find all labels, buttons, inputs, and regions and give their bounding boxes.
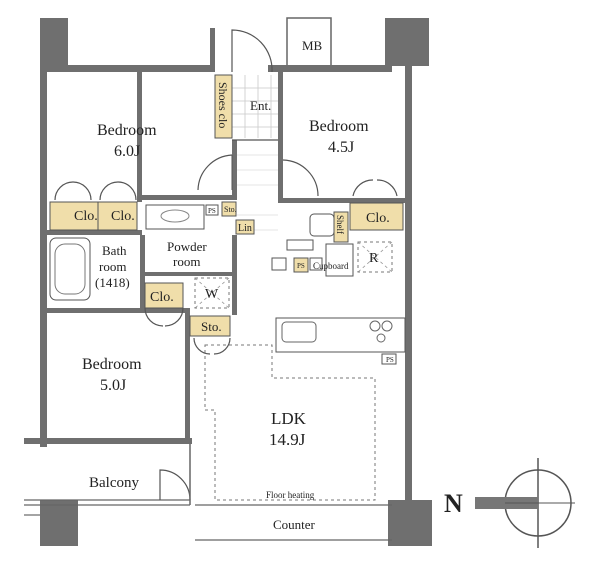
bedroom-a-size: 6.0J bbox=[114, 143, 140, 160]
closet-b bbox=[349, 202, 404, 231]
washer-label: W bbox=[205, 287, 219, 302]
floor-heating-label: Floor heating bbox=[266, 490, 315, 500]
storage-ldk bbox=[189, 315, 231, 337]
labels: MB Ent. Shoes clo Bedroom 6.0J Bedroom 4… bbox=[74, 38, 463, 532]
mb-label: MB bbox=[302, 38, 323, 53]
shelf-label: Shelf bbox=[335, 215, 345, 234]
balcony-label: Balcony bbox=[89, 475, 139, 491]
powder-area bbox=[145, 201, 255, 309]
linen-label: Lin bbox=[238, 223, 252, 234]
compass bbox=[475, 458, 575, 548]
closet-a bbox=[49, 201, 138, 231]
closet-b-label: Clo. bbox=[366, 211, 390, 226]
cupboard-label: Cupboard bbox=[313, 261, 349, 271]
bathroom bbox=[49, 237, 91, 301]
bedroom-a-name: Bedroom bbox=[97, 122, 157, 139]
bedroom-b-name: Bedroom bbox=[309, 118, 369, 135]
ldk bbox=[189, 315, 376, 501]
ldk-size: 14.9J bbox=[269, 430, 306, 449]
walls bbox=[24, 17, 432, 546]
ps-label-3: PS bbox=[386, 356, 394, 364]
closet-c-label: Clo. bbox=[150, 290, 174, 305]
counter-label: Counter bbox=[273, 517, 316, 532]
bath-label-2: room bbox=[99, 259, 126, 274]
storage-label-1: Sto. bbox=[224, 205, 237, 214]
closet-a1-label: Clo. bbox=[74, 209, 98, 224]
bath-label-3: (1418) bbox=[95, 275, 130, 290]
ps-label-1: PS bbox=[208, 207, 216, 215]
powder-label-1: Powder bbox=[167, 239, 207, 254]
entrance-label: Ent. bbox=[250, 98, 271, 113]
closet-c bbox=[144, 282, 184, 309]
shoes-closet bbox=[214, 74, 233, 139]
closet-a2-label: Clo. bbox=[111, 209, 135, 224]
bedroom-a bbox=[54, 154, 233, 201]
kitchen-counter bbox=[275, 317, 406, 365]
balcony-area bbox=[24, 444, 392, 541]
refrigerator-label: R bbox=[369, 251, 379, 266]
compass-north-label: N bbox=[444, 489, 463, 518]
ps-label-2: PS bbox=[297, 262, 305, 270]
bedroom-c-size: 5.0J bbox=[100, 377, 126, 394]
toilet-area bbox=[271, 211, 393, 277]
ldk-name: LDK bbox=[271, 409, 307, 428]
bath-label-1: Bath bbox=[102, 243, 127, 258]
bedroom-b bbox=[282, 159, 398, 197]
bedroom-b-size: 4.5J bbox=[328, 139, 354, 156]
shoes-closet-label: Shoes clo bbox=[216, 82, 230, 128]
powder-label-2: room bbox=[173, 254, 200, 269]
entrance-area bbox=[231, 29, 278, 231]
storage-label-2: Sto. bbox=[201, 319, 222, 334]
bedroom-c-name: Bedroom bbox=[82, 356, 142, 373]
